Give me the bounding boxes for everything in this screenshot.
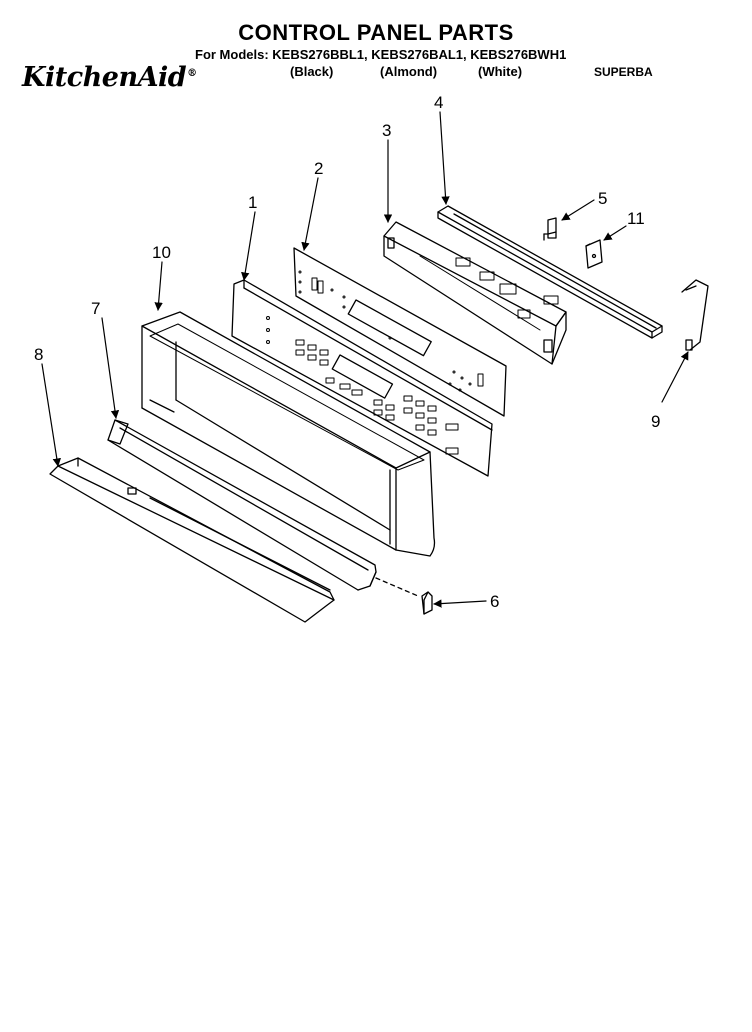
leader-10 — [154, 261, 163, 311]
part-10-frame — [141, 311, 436, 557]
leader-1 — [241, 211, 256, 281]
leader-4 — [439, 111, 450, 205]
callout-11: 11 — [627, 209, 645, 228]
leader-6 — [433, 599, 487, 608]
color-almond: (Almond) — [380, 64, 438, 79]
callout-9: 9 — [651, 412, 660, 431]
part-1-control-panel — [231, 279, 493, 477]
leader-5 — [561, 199, 595, 221]
callout-5: 5 — [598, 189, 607, 208]
callout-4: 4 — [434, 93, 443, 112]
leader-arrows — [41, 111, 689, 608]
callout-6: 6 — [490, 592, 499, 611]
model-code: SUPERBA — [594, 65, 653, 79]
part-4-rail — [437, 205, 663, 339]
leader-2 — [301, 177, 319, 251]
brand-name: KitchenAid — [22, 62, 187, 93]
leader-8 — [41, 363, 61, 467]
part-7-lower-channel — [107, 419, 377, 591]
leader-7 — [101, 317, 120, 419]
callout-7: 7 — [91, 299, 100, 318]
part-5-clip — [543, 217, 557, 241]
part-6-end-clip — [375, 577, 433, 615]
callout-3: 3 — [382, 121, 391, 140]
part-3-control-board — [383, 221, 567, 365]
leader-11 — [603, 225, 627, 241]
part-8-trim-strip — [49, 457, 335, 623]
color-white: (White) — [478, 64, 523, 79]
callout-10: 10 — [152, 243, 171, 262]
diagram-title: CONTROL PANEL PARTS — [238, 20, 514, 45]
color-black: (Black) — [290, 64, 334, 79]
leader-9 — [661, 351, 689, 403]
part-9-bracket — [681, 279, 709, 351]
brand-logo: KitchenAid® — [22, 62, 197, 93]
models-line: For Models: KEBS276BBL1, KEBS276BAL1, KE… — [195, 47, 567, 62]
part-11-block — [585, 239, 603, 269]
brand-mark: ® — [187, 68, 197, 79]
callout-2: 2 — [314, 159, 323, 178]
callout-8: 8 — [34, 345, 43, 364]
part-2-overlay — [293, 247, 507, 417]
callout-1: 1 — [248, 193, 257, 212]
